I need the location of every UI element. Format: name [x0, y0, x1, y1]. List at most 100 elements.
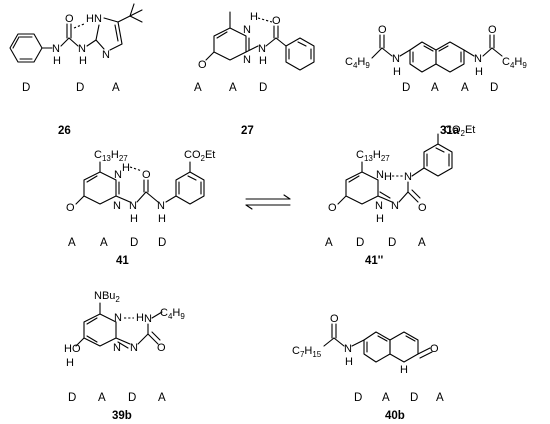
alkyl-group: C13H27 [94, 149, 128, 163]
alkyl-group: C13H27 [356, 149, 390, 163]
atom-n: N [78, 43, 86, 55]
hbond-pattern-letter: D [130, 237, 138, 249]
compound-label-41: 41 [116, 255, 129, 267]
atom-n: N [392, 53, 400, 65]
atom-o: O [430, 343, 439, 355]
atom-o: O [328, 202, 337, 214]
hbond-pattern-letter: D [354, 392, 362, 404]
compound-26-structure: N H O N H H N N [9, 3, 143, 67]
atom-h: H [475, 66, 483, 78]
atom-n: N [114, 312, 122, 324]
atom-o: O [272, 15, 281, 27]
naphthyridinone-ring-left [363, 331, 391, 363]
hbond-pattern-letter: D [128, 392, 136, 404]
hbond-pattern-letter: D [388, 237, 396, 249]
atom-n: N [94, 13, 102, 25]
hbond-pattern-letter: A [382, 392, 390, 404]
atom-n: N [113, 200, 121, 212]
pyrimidinone-ring [213, 27, 247, 61]
atom-n: N [404, 171, 412, 183]
hbond-pattern-letter: A [325, 237, 333, 249]
hbond-pattern-letter: A [158, 392, 166, 404]
hydroxyl-group: HO [64, 343, 81, 355]
atom-h: H [393, 66, 401, 78]
atom-n: N [243, 24, 251, 36]
compound-31a-structure: C4H9 O N H N H O C4H9 [345, 24, 527, 78]
atom-h: H [122, 162, 130, 174]
hbond-pattern-letter: A [112, 82, 120, 94]
phenyl-ring [423, 143, 453, 177]
atom-o: O [157, 342, 166, 354]
atom-o: O [65, 13, 74, 25]
atom-h: H [376, 213, 384, 225]
hbond-pattern-letter: D [259, 82, 267, 94]
atom-h: H [400, 364, 408, 376]
naphthyridinone-ring-right [389, 331, 419, 363]
atom-h: H [136, 312, 144, 324]
atom-n: N [129, 200, 137, 212]
compound-40b-structure: C7H15 O N H O H [292, 313, 439, 376]
pyrimidine-ring [83, 313, 117, 347]
atom-o: O [330, 313, 339, 325]
atom-n: N [144, 313, 152, 325]
atom-n: N [375, 200, 383, 212]
compound-label-39b: 39b [112, 410, 132, 422]
atom-o: O [198, 59, 207, 71]
atom-h: H [250, 11, 258, 23]
hbond-pattern-letter: A [98, 392, 106, 404]
atom-h: H [158, 213, 166, 225]
hbond-pattern-letter: A [229, 82, 237, 94]
hbond-pattern-letter: D [402, 82, 410, 94]
atom-n: N [113, 342, 121, 354]
hbond-pattern-letter: A [461, 82, 469, 94]
phenyl-ring [175, 171, 205, 205]
hbond-pattern-letter: A [431, 82, 439, 94]
atom-h: H [79, 55, 87, 67]
pyrimidinone-ring [345, 171, 379, 205]
atom-h: H [259, 55, 267, 67]
alkyl-group: C7H15 [292, 345, 322, 359]
naphthyridine-ring-left [409, 41, 437, 73]
atom-n: N [344, 343, 352, 355]
phenyl-ring [285, 37, 315, 71]
pyrimidinone-ring [83, 171, 117, 205]
hbond-pattern-letter: D [68, 392, 76, 404]
atom-o: O [418, 202, 427, 214]
hbond-pattern-letter: A [418, 237, 426, 249]
atom-n: N [52, 43, 60, 55]
compound-label-27: 27 [241, 125, 254, 137]
atom-h: H [86, 13, 94, 25]
atom-o: O [142, 169, 151, 181]
atom-n: N [157, 200, 165, 212]
hbond-pattern-letter: D [410, 392, 418, 404]
atom-n: N [258, 43, 266, 55]
alkyl-group: C4H9 [502, 56, 527, 70]
hbond-pattern-letter: A [436, 392, 444, 404]
atom-n: N [243, 54, 251, 66]
compound-label-31a: 31a [440, 125, 460, 137]
atom-o: O [66, 202, 75, 214]
amine-group: NBu2 [94, 290, 120, 304]
atom-o: O [378, 24, 387, 36]
atom-h: H [66, 357, 74, 369]
compound-27-structure: O N H N N H O [198, 11, 315, 71]
atom-n: N [114, 169, 122, 181]
atom-n: N [130, 342, 138, 354]
compound-label-26: 26 [58, 125, 71, 137]
atom-n: N [376, 169, 384, 181]
atom-h: H [384, 171, 392, 183]
hbond-pattern-letter: D [158, 237, 166, 249]
compound-label-41-tautomer: 41'' [365, 255, 384, 267]
atom-h: H [345, 356, 353, 368]
naphthyridine-ring-right [435, 41, 465, 73]
compound-41-tautomer-structure: C13H27 O N H N H N N O CO2Et [328, 124, 475, 225]
hbond-pattern-letter: D [356, 237, 364, 249]
phenyl-ring [9, 33, 43, 63]
atom-h: H [53, 55, 61, 67]
equilibrium-arrow [245, 194, 291, 210]
atom-n: N [102, 49, 110, 61]
atom-o: O [488, 24, 497, 36]
hbond-pattern-letter: A [68, 237, 76, 249]
atom-n: N [474, 53, 482, 65]
